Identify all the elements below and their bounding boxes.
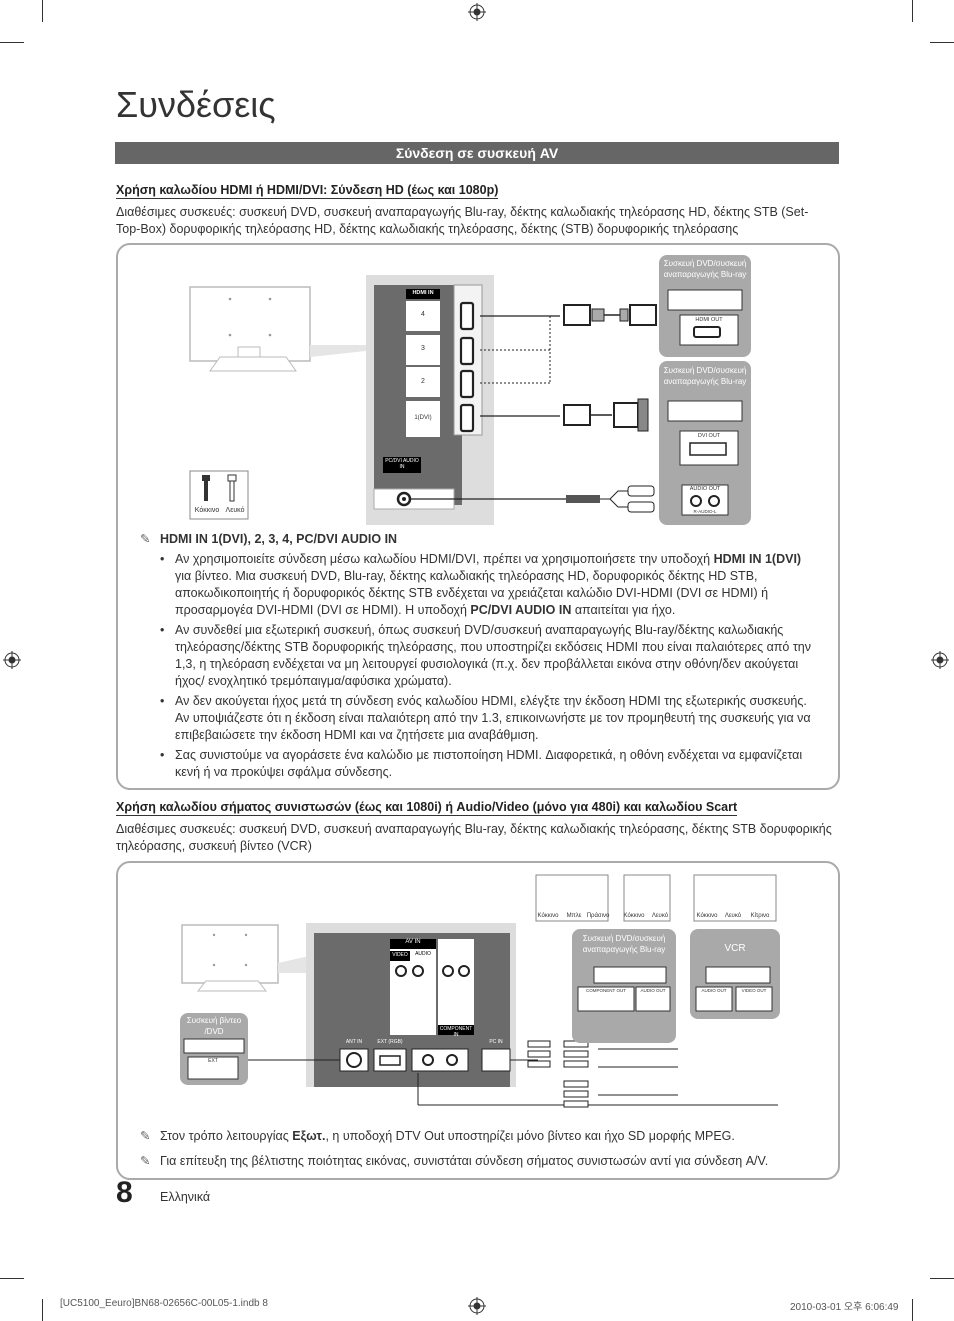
port-label: AUDIO OUT [636, 988, 670, 993]
port-label: HDMI OUT [680, 317, 738, 323]
hdmi-note-title: ✎ HDMI IN 1(DVI), 2, 3, 4, PC/DVI AUDIO I… [140, 531, 397, 548]
tv-illustration [182, 925, 314, 991]
list-item: Αν δεν ακούγεται ήχος μετά τη σύνδεση εν… [160, 693, 820, 744]
device-title: VCR [692, 943, 778, 954]
port-label: R-AUDIO-L [682, 509, 728, 514]
crop-mark [0, 42, 24, 43]
cable-color-label: Μπλε [562, 913, 586, 919]
component-note: ✎ Στον τρόπο λειτουργίας Εξωτ., η υποδοχή… [140, 1128, 820, 1145]
crop-mark [912, 1299, 913, 1321]
language-label: Ελληνικά [160, 1190, 210, 1204]
device-title: Συσκευή DVD/συσκευή αναπαραγωγής Blu-ray [661, 258, 749, 280]
panel-label: AUDIO [410, 951, 436, 957]
text-run: HDMI IN 1(DVI) [714, 552, 802, 566]
crop-mark [42, 0, 43, 22]
device-title: Συσκευή DVD/συσκευή αναπαραγωγής Blu-ray [661, 365, 749, 387]
hdmi-intro: Διαθέσιμες συσκευές: συσκευή DVD, συσκευ… [116, 204, 832, 238]
panel-label: COMPONENT IN [438, 1026, 474, 1038]
text-run: Αν χρησιμοποιείτε σύνδεση μέσω καλωδίου … [175, 552, 714, 566]
rca-cables-icon [528, 1041, 588, 1107]
port-label: AUDIO OUT [682, 486, 728, 492]
text-run: Για επίτευξη της βέλτιστης ποιότητας εικ… [160, 1154, 768, 1168]
text-run: PC/DVI AUDIO IN [470, 603, 571, 617]
component-diagram [118, 863, 838, 1123]
registration-mark-icon [468, 1297, 486, 1315]
list-item: Σας συνιστούμε να αγοράσετε ένα καλώδιο … [160, 747, 820, 781]
registration-mark-icon [931, 651, 949, 669]
text-run: Στον τρόπο λειτουργίας [160, 1129, 292, 1143]
cable-color-label: Πράσινο [586, 913, 610, 919]
registration-mark-icon [468, 3, 486, 21]
text-run: Σας συνιστούμε να αγοράσετε ένα καλώδιο … [175, 748, 802, 779]
port-label: 1(DVI) [406, 415, 440, 421]
cable-color-label: Κόκκινο [622, 913, 646, 919]
cable-color-label: Λευκό [648, 913, 672, 919]
port-label: COMPONENT OUT [578, 988, 634, 993]
panel-label: VIDEO [390, 952, 410, 958]
port-label: 4 [406, 311, 440, 318]
cable-color-label: Κίτρινο [746, 913, 774, 919]
page-number: 8 [116, 1176, 133, 1210]
dvi-cable-icon [564, 399, 648, 431]
page-title: Συνδέσεις [116, 84, 276, 126]
hdmi-cable-icon [564, 305, 656, 325]
cable-color-label: Κόκκινο [536, 913, 560, 919]
hdmi-in-label: HDMI IN [408, 290, 438, 296]
pencil-icon: ✎ [140, 1128, 156, 1145]
text-run: Αν συνδεθεί μια εξωτερική συσκευή, όπως … [175, 623, 811, 688]
text-run: Εξωτ. [292, 1129, 325, 1143]
footer-file: [UC5100_Eeuro]BN68-02656C-00L05-1.indb 8 [60, 1298, 268, 1309]
audio-cable-icon [566, 486, 654, 512]
panel-label: PC IN [482, 1039, 510, 1045]
port-label: VIDEO OUT [736, 988, 772, 993]
list-item: Αν χρησιμοποιείτε σύνδεση μέσω καλωδίου … [160, 551, 820, 619]
hdmi-bullet-list: Αν χρησιμοποιείτε σύνδεση μέσω καλωδίου … [160, 551, 820, 784]
crop-mark [930, 1278, 954, 1279]
note-title-text: HDMI IN 1(DVI), 2, 3, 4, PC/DVI AUDIO IN [160, 532, 397, 546]
component-heading: Χρήση καλωδίου σήματος συνιστωσών (έως κ… [116, 800, 737, 816]
text-run: Αν δεν ακούγεται ήχος μετά τη σύνδεση εν… [175, 694, 811, 742]
port-label: 2 [406, 378, 440, 385]
port-label: DVI OUT [680, 433, 738, 439]
component-note: ✎ Για επίτευξη της βέλτιστης ποιότητας ει… [140, 1153, 820, 1170]
registration-mark-icon [3, 651, 21, 669]
crop-mark [930, 42, 954, 43]
port-label: EXT [188, 1058, 238, 1064]
text-run: απαιτείται για ήχο. [571, 603, 675, 617]
hdmi-heading: Χρήση καλωδίου HDMI ή HDMI/DVI: Σύνδεση … [116, 183, 498, 199]
panel-label: AV IN [390, 939, 436, 945]
port-label: 3 [406, 345, 440, 352]
panel-label: ANT IN [340, 1039, 368, 1045]
tv-back-panel [306, 923, 516, 1087]
pencil-icon: ✎ [140, 531, 156, 548]
device-title: Συσκευή DVD/συσκευή αναπαραγωγής Blu-ray [574, 933, 674, 955]
cable-color-label: Κόκκινο [694, 913, 720, 919]
tv-illustration [190, 287, 366, 371]
cable-color-label: Λευκό [720, 913, 746, 919]
pc-audio-label: PC/DVI AUDIO IN [384, 458, 420, 470]
hdmi-diagram [118, 245, 838, 535]
port-label: AUDIO OUT [696, 988, 732, 993]
footer-date: 2010-03-01 오후 6:06:49 [790, 1298, 898, 1313]
crop-mark [42, 1299, 43, 1321]
text-run: , η υποδοχή DTV Out υποστηρίζει μόνο βίν… [325, 1129, 734, 1143]
panel-label: EXT (RGB) [374, 1039, 406, 1045]
list-item: Αν συνδεθεί μια εξωτερική συσκευή, όπως … [160, 622, 820, 690]
pencil-icon: ✎ [140, 1153, 156, 1170]
section-bar: Σύνδεση σε συσκευή AV [115, 142, 839, 164]
cable-color-label: Λευκό [218, 507, 252, 514]
component-intro: Διαθέσιμες συσκευές: συσκευή DVD, συσκευ… [116, 821, 832, 855]
device-title: Συσκευή βίντεο /DVD [180, 1015, 248, 1037]
crop-mark [0, 1278, 24, 1279]
crop-mark [912, 0, 913, 22]
